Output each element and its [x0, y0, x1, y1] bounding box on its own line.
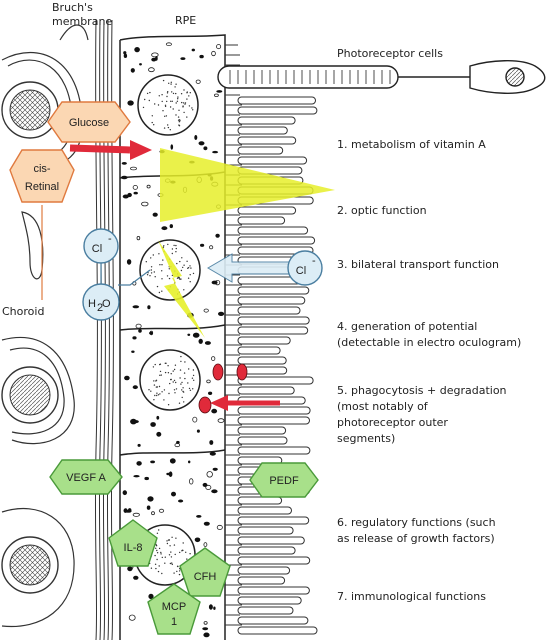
function-3: 3. bilateral transport function: [337, 258, 499, 271]
cl-left-label: Cl: [92, 243, 102, 255]
function-2: 2. optic function: [337, 204, 427, 217]
cl-right-badge: Cl -: [287, 250, 323, 286]
optic-cone: [160, 148, 335, 222]
retinal-label: Retinal: [25, 181, 59, 193]
function-6: 6. regulatory functions (such: [337, 516, 496, 529]
function-5-line3: photoreceptor outer: [337, 416, 448, 429]
lightning: [158, 240, 205, 338]
cl-right-sup: -: [312, 255, 316, 267]
h2o-sub: 2: [97, 302, 103, 314]
function-5-line2: (most notably of: [337, 400, 429, 413]
function-7: 7. immunological functions: [337, 590, 486, 603]
glucose-badge: Glucose: [47, 101, 131, 143]
mcp-label-1: MCP: [162, 601, 186, 613]
mcp1-badge: MCP 1: [147, 583, 201, 635]
h2o-badge: H 2 O: [82, 263, 151, 321]
cfh-badge: CFH: [179, 547, 231, 597]
h2o-h: H: [88, 298, 96, 310]
outer-segments: [237, 96, 318, 635]
h2o-o: O: [102, 298, 111, 310]
il8-badge: IL-8: [108, 519, 158, 567]
il8-label: IL-8: [124, 542, 143, 554]
function-5-line4: segments): [337, 432, 395, 445]
nucleus-speckles: [141, 79, 195, 576]
photoreceptor-label: Photoreceptor cells: [337, 47, 443, 60]
cl-left-badge: Cl -: [83, 228, 119, 264]
pedf-label: PEDF: [269, 475, 299, 487]
phagosomes: [198, 363, 248, 414]
cl-transport-arrow: [207, 253, 293, 283]
choroid-label: Choroid: [2, 305, 44, 318]
function-6-line2: as release of growth factors): [337, 532, 495, 545]
cis-label: cis-: [33, 163, 50, 175]
cis-retinal-badge: cis- Retinal: [9, 149, 75, 300]
cfh-label: CFH: [194, 571, 217, 583]
cl-right-label: Cl: [296, 265, 306, 277]
rpe-label: RPE: [175, 14, 196, 27]
vegf-badge: VEGF A: [49, 459, 123, 495]
choroid-cells: [1, 81, 59, 594]
cl-left-sup: -: [108, 233, 112, 245]
mcp-label-2: 1: [171, 616, 177, 628]
bruchs-label-2: membrane: [52, 15, 112, 28]
glucose-label: Glucose: [69, 117, 109, 129]
function-list: 1. metabolism of vitamin A 2. optic func…: [337, 138, 521, 603]
bruchs-label-1: Bruch's: [52, 1, 93, 14]
photoreceptor-cell: [217, 60, 546, 94]
vegf-label: VEGF A: [66, 472, 106, 484]
function-4-line2: (detectable in electro oculogram): [337, 336, 521, 349]
function-5: 5. phagocytosis + degradation: [337, 384, 507, 397]
function-4: 4. generation of potential: [337, 320, 477, 333]
function-1: 1. metabolism of vitamin A: [337, 138, 486, 151]
red-arrows: [69, 140, 280, 411]
pedf-badge: PEDF: [249, 462, 319, 498]
